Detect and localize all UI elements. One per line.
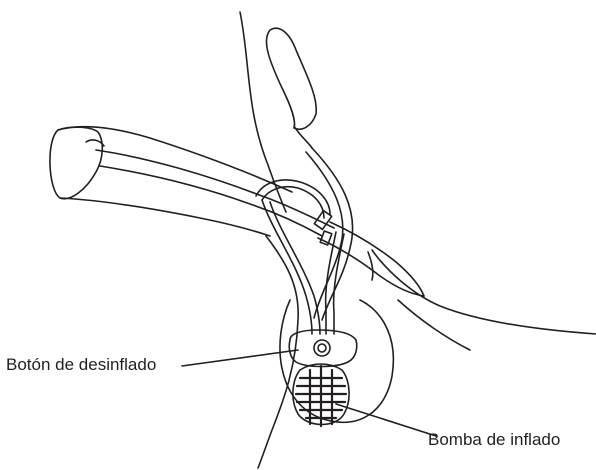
reservoir <box>266 28 316 129</box>
body-outline-left <box>240 12 286 212</box>
cylinder-tail-top <box>330 222 424 296</box>
deflate-button-label: Botón de desinflado <box>6 355 156 375</box>
reservoir-tube-inner <box>306 152 343 318</box>
cylinder-lower <box>100 166 322 236</box>
tube-connector-2 <box>320 231 332 245</box>
pump-leader-line <box>336 404 436 436</box>
deflate-button-icon <box>314 340 330 356</box>
glans <box>50 127 102 199</box>
cylinder-upper <box>96 150 334 228</box>
pump-bulb-ribs <box>296 366 346 426</box>
inflate-pump-label: Bomba de inflado <box>428 430 560 450</box>
abdomen-outline <box>372 250 596 334</box>
thigh-outline <box>398 300 470 350</box>
cylinder-tail-band <box>368 252 373 280</box>
penis-outline-bottom <box>60 198 270 236</box>
tube-loop-b <box>262 187 324 218</box>
penis-outline-top <box>58 127 292 192</box>
valve-block <box>289 330 356 367</box>
